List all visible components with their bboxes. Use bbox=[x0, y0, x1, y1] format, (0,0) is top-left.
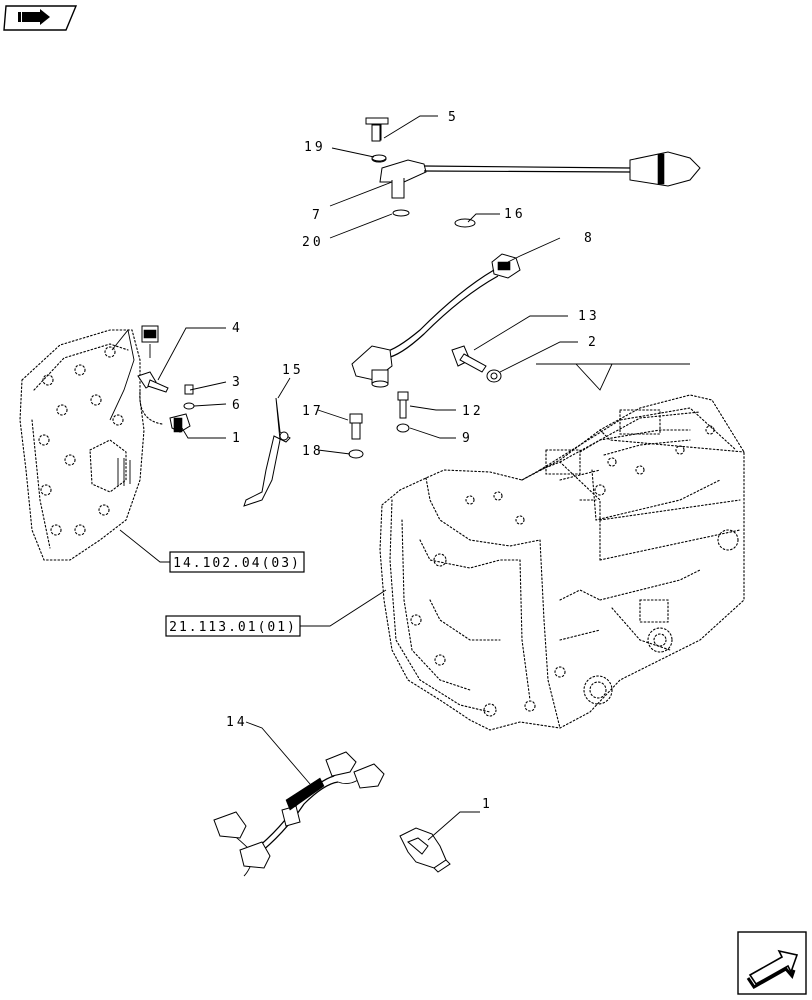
switch-assembly bbox=[137, 325, 195, 433]
callout-20: 20 bbox=[302, 235, 324, 250]
wiring-harness-14 bbox=[213, 751, 385, 877]
callout-1-bottom: 1 bbox=[482, 797, 493, 812]
bolt-13 bbox=[451, 345, 487, 373]
next-page-arrow-icon[interactable] bbox=[737, 931, 807, 995]
pressure-sensor-part bbox=[351, 253, 521, 388]
washer-18 bbox=[348, 449, 364, 459]
callout-7: 7 bbox=[312, 208, 323, 223]
bolt-12 bbox=[397, 391, 409, 419]
book-navigation-icon[interactable] bbox=[3, 5, 78, 31]
clamp-1 bbox=[399, 827, 451, 873]
callout-6: 6 bbox=[232, 398, 243, 413]
bolt-5 bbox=[371, 124, 381, 142]
callout-17: 17 bbox=[302, 404, 324, 419]
callout-4: 4 bbox=[232, 321, 243, 336]
callout-12: 12 bbox=[462, 404, 484, 419]
reference-label-a: 14.102.04(03) bbox=[173, 556, 301, 571]
bolt-17 bbox=[349, 413, 363, 440]
assembly-indicator-notch bbox=[575, 363, 613, 391]
callout-3: 3 bbox=[232, 375, 243, 390]
callout-2: 2 bbox=[588, 335, 599, 350]
washer-2 bbox=[486, 369, 502, 383]
side-cover-plate bbox=[19, 328, 145, 561]
reference-leader-a bbox=[119, 529, 170, 563]
washer-9 bbox=[396, 423, 410, 433]
callout-leaders bbox=[157, 115, 578, 841]
callout-13: 13 bbox=[578, 309, 600, 324]
washer-19 bbox=[371, 154, 387, 162]
callout-5: 5 bbox=[448, 110, 459, 125]
reference-box-a[interactable]: 14.102.04(03) bbox=[169, 551, 305, 573]
reference-leader-b bbox=[300, 589, 387, 627]
callout-8: 8 bbox=[584, 231, 595, 246]
reference-box-b[interactable]: 21.113.01(01) bbox=[165, 615, 301, 637]
callout-9: 9 bbox=[462, 431, 473, 446]
callout-19: 19 bbox=[304, 140, 326, 155]
callout-15: 15 bbox=[282, 363, 304, 378]
callout-18: 18 bbox=[302, 444, 324, 459]
callout-16: 16 bbox=[504, 207, 526, 222]
transmission-housing bbox=[379, 394, 745, 731]
bracket-15 bbox=[243, 397, 291, 507]
speed-sensor-part bbox=[365, 117, 701, 228]
reference-label-b: 21.113.01(01) bbox=[169, 620, 297, 635]
callout-1-top: 1 bbox=[232, 431, 243, 446]
callout-14: 14 bbox=[226, 715, 248, 730]
